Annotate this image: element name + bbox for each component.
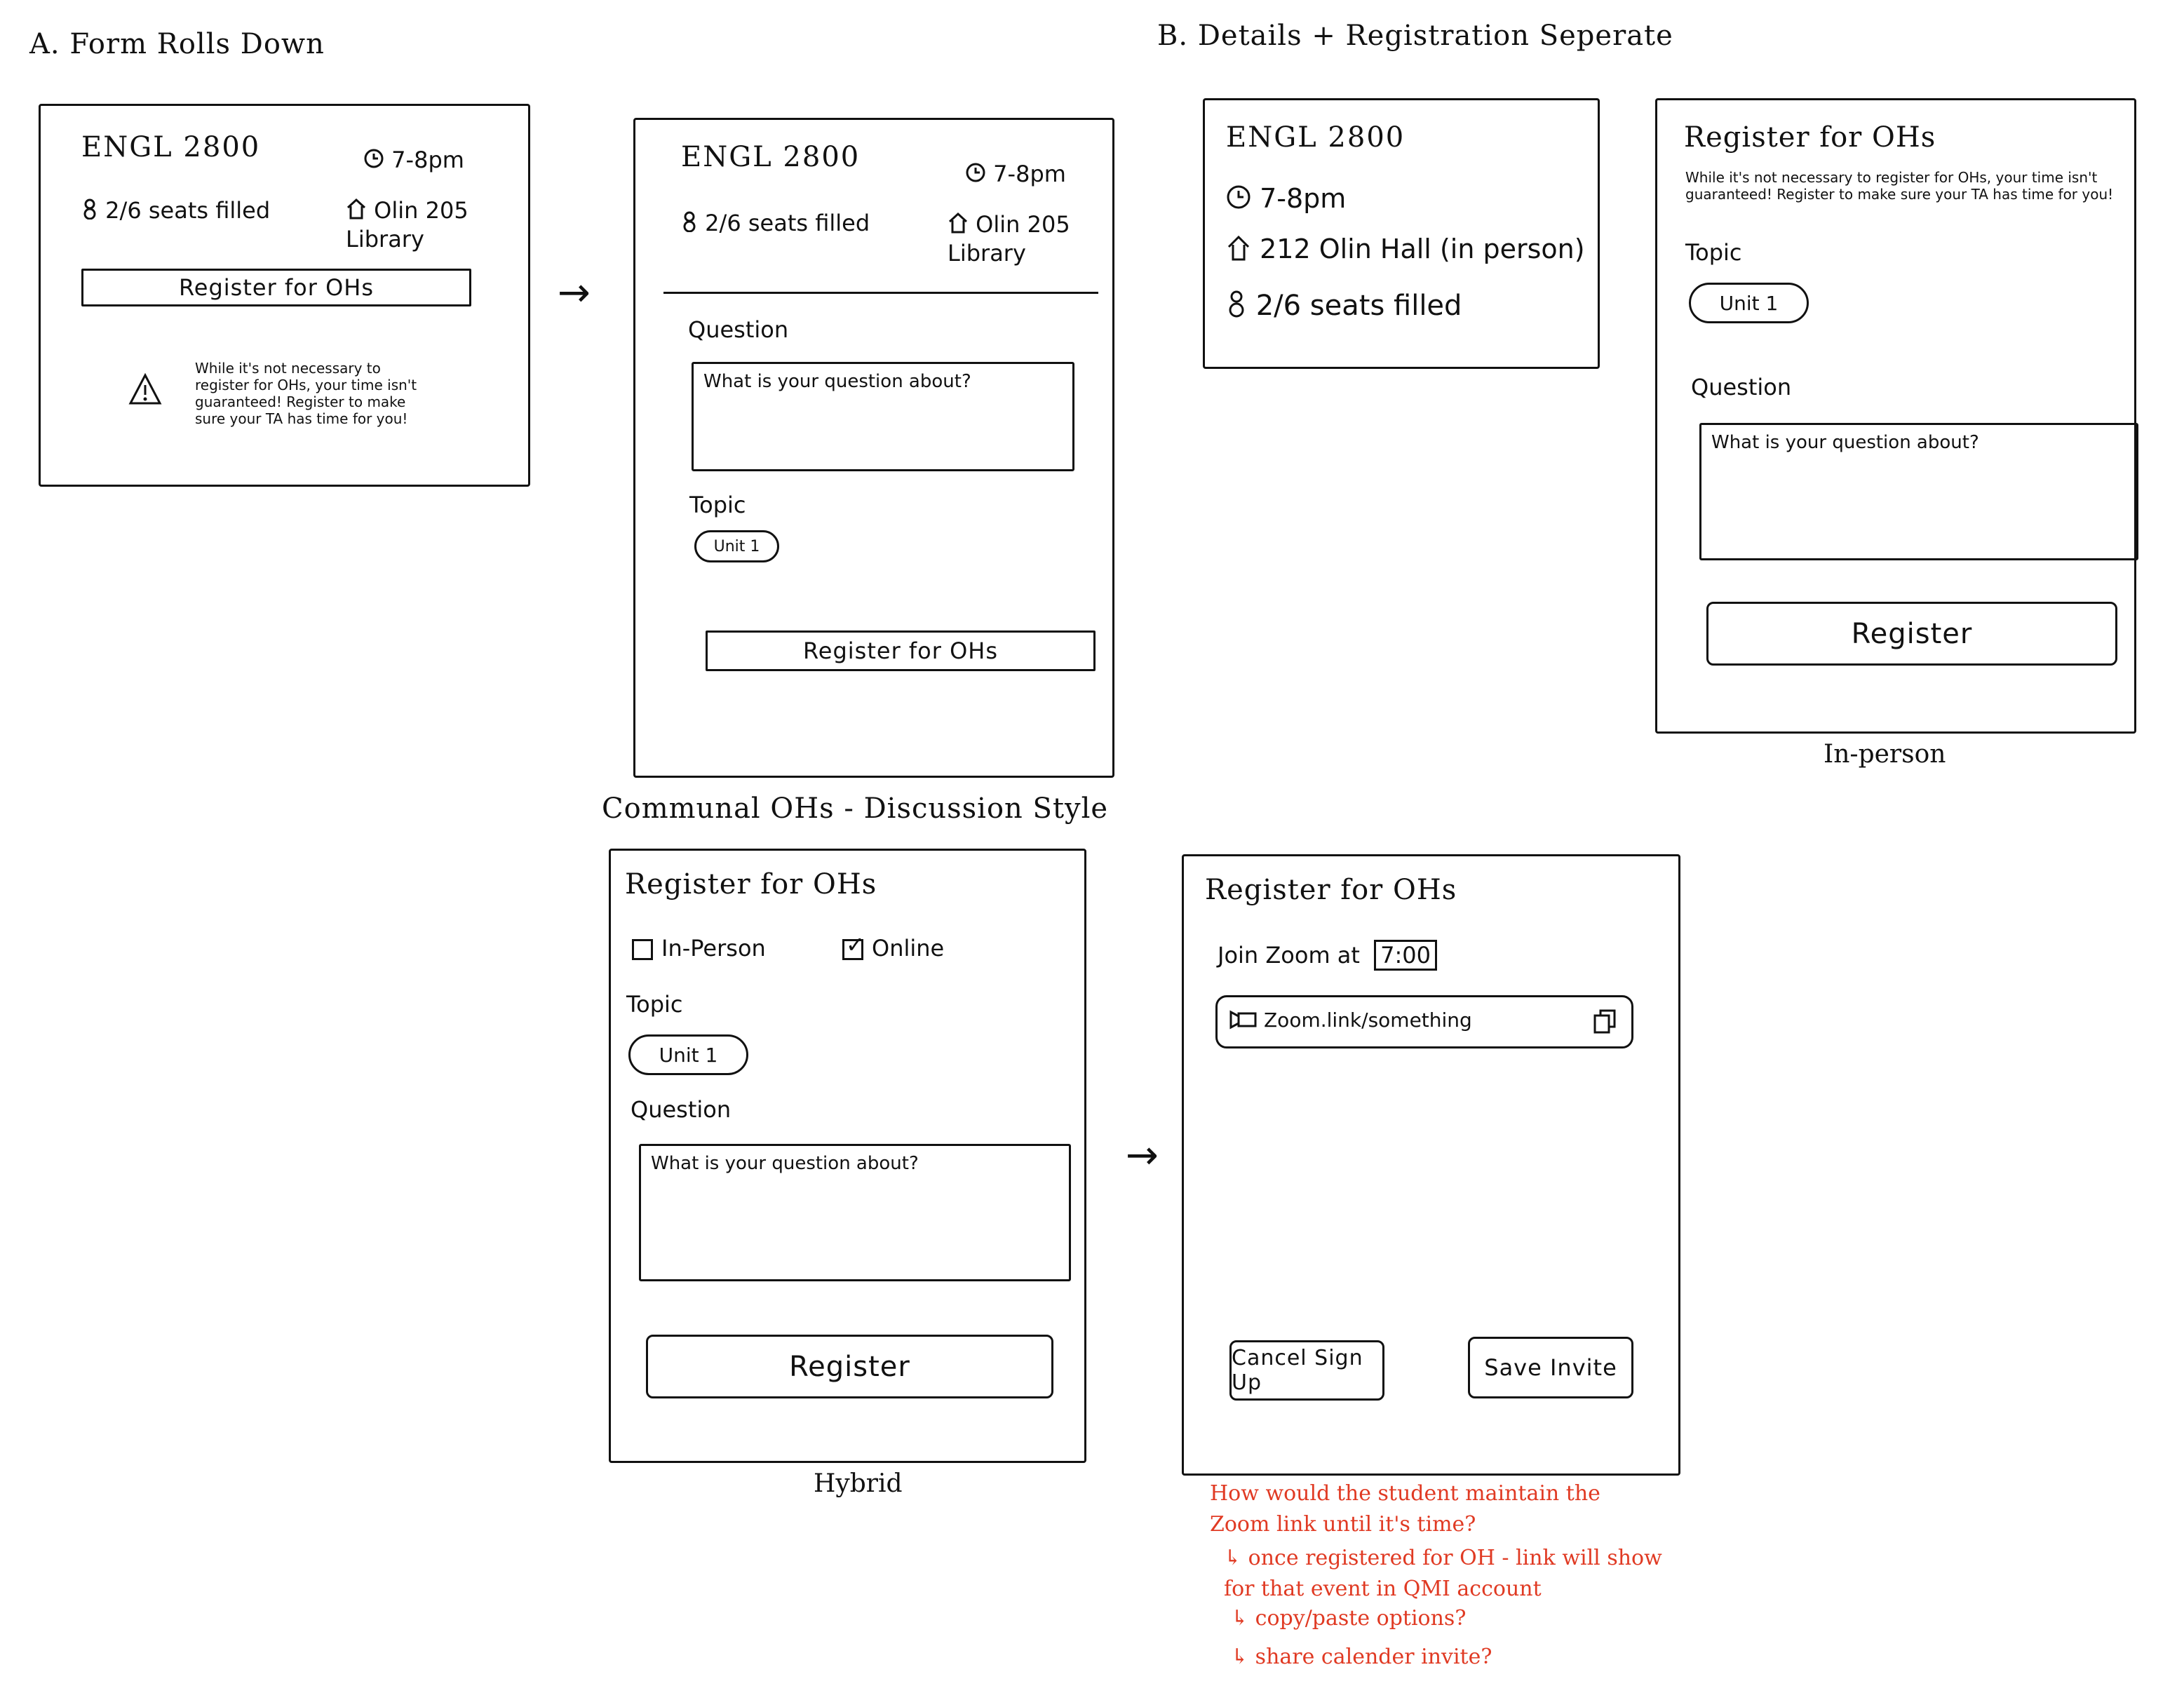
caption-in-person: In-person [1824,740,1946,769]
register-button[interactable]: Register [646,1335,1053,1398]
location-text: Olin 205 Library [346,197,469,252]
time-text: 7-8pm [993,161,1066,187]
option-online[interactable]: Online [842,931,945,962]
flow-arrow-c: → [1126,1133,1159,1178]
caption-hybrid: Hybrid [814,1469,903,1498]
join-time-box: 7:00 [1374,940,1437,971]
warning-icon [128,372,162,409]
time-row: 7-8pm [363,147,464,175]
seats-row: 2/6 seats filled [1226,290,1462,325]
checkbox-checked-icon[interactable] [842,931,865,960]
topic-label: Topic [1685,239,1742,266]
zoom-link-field[interactable]: Zoom.link/something [1215,995,1633,1048]
course-title: ENGL 2800 [81,131,261,163]
registration-notice: While it's not necessary to register for… [195,360,417,427]
zoom-link-text: Zoom.link/something [1264,1009,1472,1032]
person-icon [81,198,98,225]
frame-a1: ENGL 2800 7-8pm 2/6 seats filled Olin 20… [39,104,530,487]
time-row: 7-8pm [1226,183,1346,216]
clock-icon [1226,184,1251,216]
course-title: ENGL 2800 [681,141,861,173]
seats-text: 2/6 seats filled [105,197,271,224]
seats-row: 2/6 seats filled [681,210,870,238]
question-placeholder: What is your question about? [651,1153,919,1174]
time-text: 7-8pm [391,147,464,173]
building-icon [1226,234,1251,267]
register-title: Register for OHs [1684,121,1936,154]
register-title: Register for OHs [1205,874,1457,906]
cancel-sign-up-button[interactable]: Cancel Sign Up [1229,1340,1384,1401]
checkbox-icon[interactable] [632,939,653,960]
topic-chip[interactable]: Unit 1 [1689,283,1809,323]
save-invite-button[interactable]: Save Invite [1468,1337,1633,1398]
topic-chip[interactable]: Unit 1 [628,1034,748,1075]
option-online-label: Online [872,935,945,962]
note-answer-3: ↳ share calender invite? [1231,1645,1492,1669]
frame-c2: Register for OHs Join Zoom at 7:00 Zoom.… [1182,854,1680,1476]
register-for-ohs-button[interactable]: Register for OHs [81,269,471,306]
option-in-person-label: In-Person [661,935,766,962]
join-zoom-row: Join Zoom at 7:00 [1218,940,1437,971]
frame-b1: ENGL 2800 7-8pm 212 Olin Hall (in person… [1203,98,1600,369]
clock-icon [363,148,384,175]
question-field[interactable]: What is your question about? [1699,423,2138,560]
question-placeholder: What is your question about? [703,371,971,392]
option-in-person[interactable]: In-Person [632,935,766,962]
time-row: 7-8pm [965,161,1066,189]
registration-notice: While it's not necessary to register for… [1685,169,2114,203]
question-label: Question [631,1096,732,1123]
question-placeholder: What is your question about? [1711,432,1979,453]
register-title: Register for OHs [625,868,877,901]
location-row: Olin 205 Library [346,197,514,252]
register-button[interactable]: Register [1706,602,2117,666]
section-b-title: B. Details + Registration Seperate [1157,20,1673,52]
topic-chip[interactable]: Unit 1 [694,530,779,562]
divider [663,292,1098,294]
frame-a2: ENGL 2800 7-8pm 2/6 seats filled Olin 20… [633,118,1114,778]
section-communal-title: Communal OHs - Discussion Style [602,793,1109,825]
location-text: Olin 205 Library [948,211,1070,267]
topic-label: Topic [689,492,746,518]
video-camera-icon [1229,1010,1257,1032]
question-label: Question [1691,374,1792,400]
frame-c1: Register for OHs In-Person Online Topic … [609,849,1086,1463]
seats-text: 2/6 seats filled [1255,290,1462,322]
location-row: Olin 205 Library [948,211,1102,267]
seats-text: 2/6 seats filled [705,210,870,236]
time-text: 7-8pm [1260,183,1347,214]
question-label: Question [688,316,789,343]
flow-arrow-a: → [558,270,591,316]
question-field[interactable]: What is your question about? [692,362,1074,471]
course-title: ENGL 2800 [1226,121,1406,154]
topic-label: Topic [626,991,683,1018]
location-text: 212 Olin Hall (in person) [1260,234,1585,264]
person-icon [1226,290,1247,325]
note-answer-1: ↳ once registered for OH - link will sho… [1224,1546,1662,1601]
join-zoom-label: Join Zoom at [1218,942,1360,969]
note-answer-2: ↳ copy/paste options? [1231,1606,1467,1631]
person-icon [681,211,698,238]
note-question: How would the student maintain the Zoom … [1210,1481,1600,1537]
building-icon [346,198,367,226]
location-row: 212 Olin Hall (in person) [1226,234,1585,267]
frame-b2: Register for OHs While it's not necessar… [1655,98,2138,734]
clock-icon [965,162,986,189]
section-a-title: A. Form Rolls Down [29,28,325,60]
question-field[interactable]: What is your question about? [639,1144,1071,1281]
building-icon [948,212,969,240]
copy-icon[interactable] [1593,1009,1617,1037]
register-for-ohs-button[interactable]: Register for OHs [706,630,1096,671]
seats-row: 2/6 seats filled [81,197,270,225]
